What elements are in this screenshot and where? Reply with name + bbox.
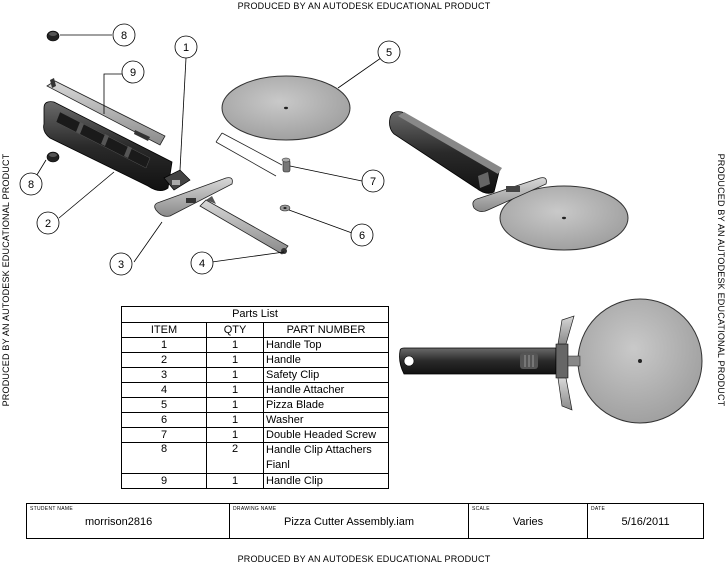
assembled-isometric-view — [389, 111, 629, 251]
callout-8-bottom-label: 8 — [28, 179, 34, 191]
row-qty: 1 — [206, 427, 264, 443]
handle-attacher — [199, 196, 289, 255]
callout-4-label: 4 — [199, 258, 205, 270]
scale-value: Varies — [512, 516, 544, 528]
callout-2-label: 2 — [45, 218, 51, 230]
row-qty: 1 — [206, 397, 264, 413]
callout-6 — [350, 223, 374, 247]
row-item: 8 — [121, 442, 207, 474]
drawing-name-value: Pizza Cutter Assembly.iam — [283, 516, 414, 528]
header-item: ITEM — [121, 322, 207, 338]
date-label: DATE — [591, 506, 606, 512]
header-part-number: PART NUMBER — [263, 322, 389, 338]
parts-list-table: Parts List ITEM QTY PART NUMBER 1 1 Hand… — [121, 306, 389, 489]
table-row: 4 1 Handle Attacher — [121, 382, 389, 398]
drawing-name-cell: DRAWING NAME Pizza Cutter Assembly.iam — [230, 504, 469, 538]
callout-1-label: 1 — [183, 42, 189, 54]
student-name-cell: STUDENT NAME morrison2816 — [27, 504, 230, 538]
callout-5-label: 5 — [386, 47, 392, 59]
row-qty: 2 — [206, 442, 264, 474]
row-part: Handle Top — [263, 337, 389, 353]
handle-top — [163, 169, 191, 191]
handle-clip-attacher-bottom — [46, 151, 60, 163]
table-row: 7 1 Double Headed Screw — [121, 427, 389, 443]
row-item: 6 — [121, 412, 207, 428]
table-row: 5 1 Pizza Blade — [121, 397, 389, 413]
callout-9 — [121, 60, 145, 84]
row-part: Handle Attacher — [263, 382, 389, 398]
row-part: Double Headed Screw — [263, 427, 389, 443]
row-qty: 1 — [206, 337, 264, 353]
row-item: 4 — [121, 382, 207, 398]
handle — [43, 101, 173, 191]
pizza-blade-exploded — [221, 75, 351, 141]
student-name-value: morrison2816 — [85, 516, 153, 528]
row-part: Handle Clip Attachers — [266, 444, 372, 456]
table-row: 2 1 Handle — [121, 352, 389, 368]
assembled-side-view — [399, 298, 703, 424]
row-part: Handle — [263, 352, 389, 368]
callout-6-label: 6 — [359, 230, 365, 242]
header-qty: QTY — [206, 322, 264, 338]
handle-clip-attacher-top — [46, 30, 60, 42]
row-qty: 1 — [206, 367, 264, 383]
callout-9-label: 9 — [130, 67, 136, 79]
assembly-lines — [215, 132, 283, 177]
callout-3-label: 3 — [118, 259, 124, 271]
date-cell: DATE 5/16/2011 — [588, 504, 703, 538]
row-qty: 1 — [206, 412, 264, 428]
table-row: 8 2 Handle Clip Attachers Fianl — [121, 442, 389, 474]
handle-clip — [46, 78, 166, 146]
row-part: Washer — [263, 412, 389, 428]
callout-numbers: 8 1 9 5 8 7 2 6 3 4 — [28, 30, 392, 271]
parts-list-header: ITEM QTY PART NUMBER — [121, 322, 389, 338]
watermark-bottom: PRODUCED BY AN AUTODESK EDUCATIONAL PROD… — [237, 554, 491, 564]
row-part-multiline: Handle Clip Attachers Fianl — [263, 442, 389, 474]
scale-cell: SCALE Varies — [469, 504, 588, 538]
table-row: 3 1 Safety Clip — [121, 367, 389, 383]
row-item: 2 — [121, 352, 207, 368]
scale-label: SCALE — [472, 506, 490, 512]
callout-balloons — [19, 23, 401, 276]
title-block: STUDENT NAME morrison2816 DRAWING NAME P… — [26, 503, 704, 539]
parts-list-title: Parts List — [121, 306, 389, 322]
row-qty: 1 — [206, 382, 264, 398]
drawing-name-label: DRAWING NAME — [233, 506, 277, 512]
row-qty: 1 — [206, 473, 264, 489]
row-item: 7 — [121, 427, 207, 443]
callout-1 — [174, 35, 198, 59]
row-part: Safety Clip — [263, 367, 389, 383]
callout-5 — [377, 40, 401, 64]
safety-clip — [154, 177, 233, 217]
callout-7-label: 7 — [370, 176, 376, 188]
row-item: 5 — [121, 397, 207, 413]
callout-3 — [109, 252, 133, 276]
callout-7 — [361, 169, 385, 193]
table-row: 9 1 Handle Clip — [121, 473, 389, 489]
date-value: 5/16/2011 — [621, 516, 670, 528]
callout-8-bottom — [19, 172, 43, 196]
leader-lines — [31, 34, 389, 263]
callout-8-top — [112, 23, 136, 47]
watermark-top: PRODUCED BY AN AUTODESK EDUCATIONAL PROD… — [237, 1, 491, 11]
row-item: 1 — [121, 337, 207, 353]
row-item: 9 — [121, 473, 207, 489]
row-qty: 1 — [206, 352, 264, 368]
callout-2 — [36, 211, 60, 235]
student-name-label: STUDENT NAME — [30, 506, 73, 512]
table-row: 1 1 Handle Top — [121, 337, 389, 353]
table-row: 6 1 Washer — [121, 412, 389, 428]
row-part: Pizza Blade — [263, 397, 389, 413]
row-part: Handle Clip — [263, 473, 389, 489]
row-part-continued: Fianl — [266, 459, 290, 471]
row-item: 3 — [121, 367, 207, 383]
callout-8-top-label: 8 — [121, 30, 127, 42]
double-headed-screw — [281, 157, 291, 173]
washer — [279, 204, 291, 212]
callout-4 — [190, 251, 214, 275]
